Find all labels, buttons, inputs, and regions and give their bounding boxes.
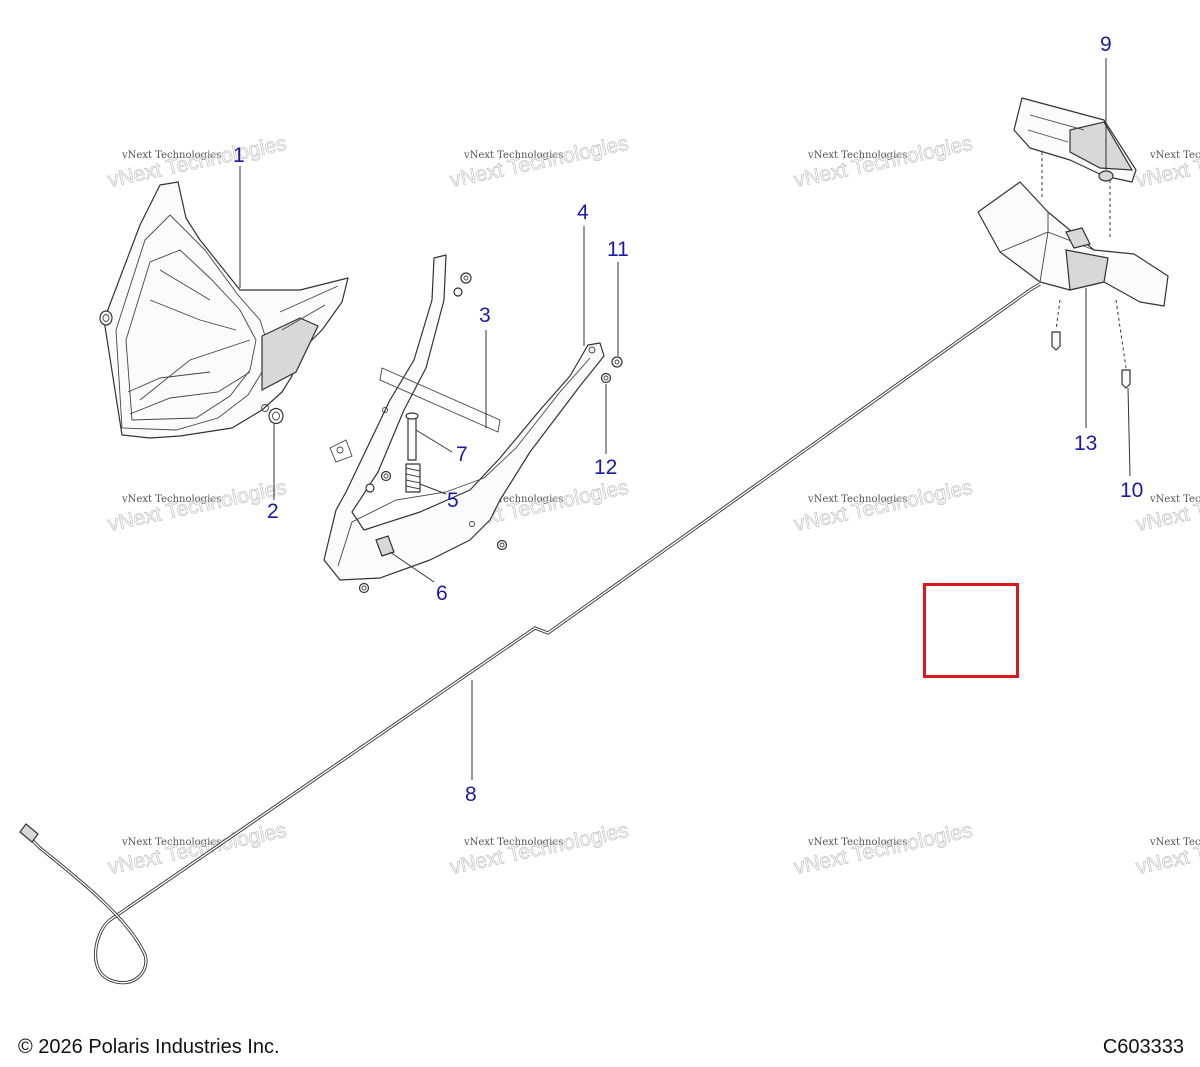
housing-screws [1051, 331, 1131, 389]
watermark-line2: vNext Technologies [792, 819, 975, 879]
callout-3[interactable]: 3 [479, 304, 491, 327]
watermark-line2: vNext Technologies [106, 819, 289, 879]
watermark-line2: vNext Technologies [792, 132, 975, 192]
watermark: vNext Technologies vNext Technologies [106, 818, 289, 879]
watermark: vNext Technologies vNext Technologies [106, 131, 289, 192]
watermark: vNext Technologies vNext Technologies [106, 475, 289, 536]
watermark-line2: vNext Technologies [792, 476, 975, 536]
callout-1[interactable]: 1 [233, 144, 245, 167]
part-spring-5[interactable] [405, 463, 421, 493]
watermark: vNext Technologies vNext Technologies [1134, 818, 1200, 879]
watermark-line2: vNext Technologies [106, 476, 289, 536]
watermark: vNext Technologies vNext Technologies [448, 131, 631, 192]
watermark: vNext Technologies vNext Technologies [1134, 475, 1200, 536]
callout-12[interactable]: 12 [594, 456, 617, 479]
callout-11[interactable]: 11 [607, 238, 629, 261]
part-cable-8[interactable] [19, 282, 1041, 985]
watermark-line1: vNext Technologies [1149, 494, 1200, 505]
callout-labels: 1 2 3 4 5 6 7 8 9 10 11 12 13 [233, 33, 1143, 806]
watermark-line2: vNext Technologies [1134, 819, 1200, 879]
callout-10[interactable]: 10 [1120, 479, 1143, 502]
watermark-line1: vNext Technologies [463, 494, 563, 505]
part-top-cover-9[interactable] [1013, 97, 1137, 183]
part-o-ring-2[interactable] [268, 407, 284, 425]
watermark-line1: vNext Technologies [463, 150, 563, 161]
highlight-box[interactable] [923, 583, 1019, 678]
watermark-line1: vNext Technologies [807, 494, 907, 505]
watermark: vNext Technologies vNext Technologies [1134, 131, 1200, 192]
part-mounting-bracket[interactable] [323, 254, 605, 581]
part-pin-7[interactable] [405, 412, 419, 461]
bracket-fasteners [358, 272, 623, 594]
watermark-line1: vNext Technologies [1149, 837, 1200, 848]
watermark-line2: vNext Technologies [1134, 476, 1200, 536]
watermark-line1: vNext Technologies [807, 837, 907, 848]
watermark-line1: vNext Technologies [121, 837, 221, 848]
watermark: vNext Technologies vNext Technologies [792, 475, 975, 536]
callout-9[interactable]: 9 [1100, 33, 1112, 56]
watermark: vNext Technologies vNext Technologies [792, 131, 975, 192]
alignment-lines [1041, 152, 1127, 369]
callout-5[interactable]: 5 [447, 489, 459, 512]
watermark-line2: vNext Technologies [448, 132, 631, 192]
watermark-line1: vNext Technologies [807, 150, 907, 161]
diagram-id: C603333 [1102, 1036, 1184, 1058]
callout-6[interactable]: 6 [436, 582, 448, 605]
callout-13[interactable]: 13 [1074, 432, 1097, 455]
part-o-ring-left[interactable] [99, 310, 113, 326]
leader-lines [239, 58, 1131, 780]
callout-8[interactable]: 8 [465, 783, 477, 806]
part-headlight-assembly[interactable] [103, 181, 349, 439]
copyright-text: © 2026 Polaris Industries Inc. [18, 1036, 280, 1058]
watermark-line1: vNext Technologies [1149, 150, 1200, 161]
watermark-line1: vNext Technologies [463, 837, 563, 848]
callout-4[interactable]: 4 [577, 201, 589, 224]
watermark-line2: vNext Technologies [448, 819, 631, 879]
watermark-line1: vNext Technologies [121, 494, 221, 505]
watermark: vNext Technologies vNext Technologies [792, 818, 975, 879]
callout-7[interactable]: 7 [456, 443, 468, 466]
part-knob-6[interactable] [375, 535, 395, 557]
watermark: vNext Technologies vNext Technologies [448, 818, 631, 879]
watermark-line1: vNext Technologies [121, 150, 221, 161]
watermark-line2: vNext Technologies [1134, 132, 1200, 192]
callout-2[interactable]: 2 [267, 500, 279, 523]
watermark-line2: vNext Technologies [106, 132, 289, 192]
part-lower-housing-13[interactable] [977, 181, 1169, 307]
